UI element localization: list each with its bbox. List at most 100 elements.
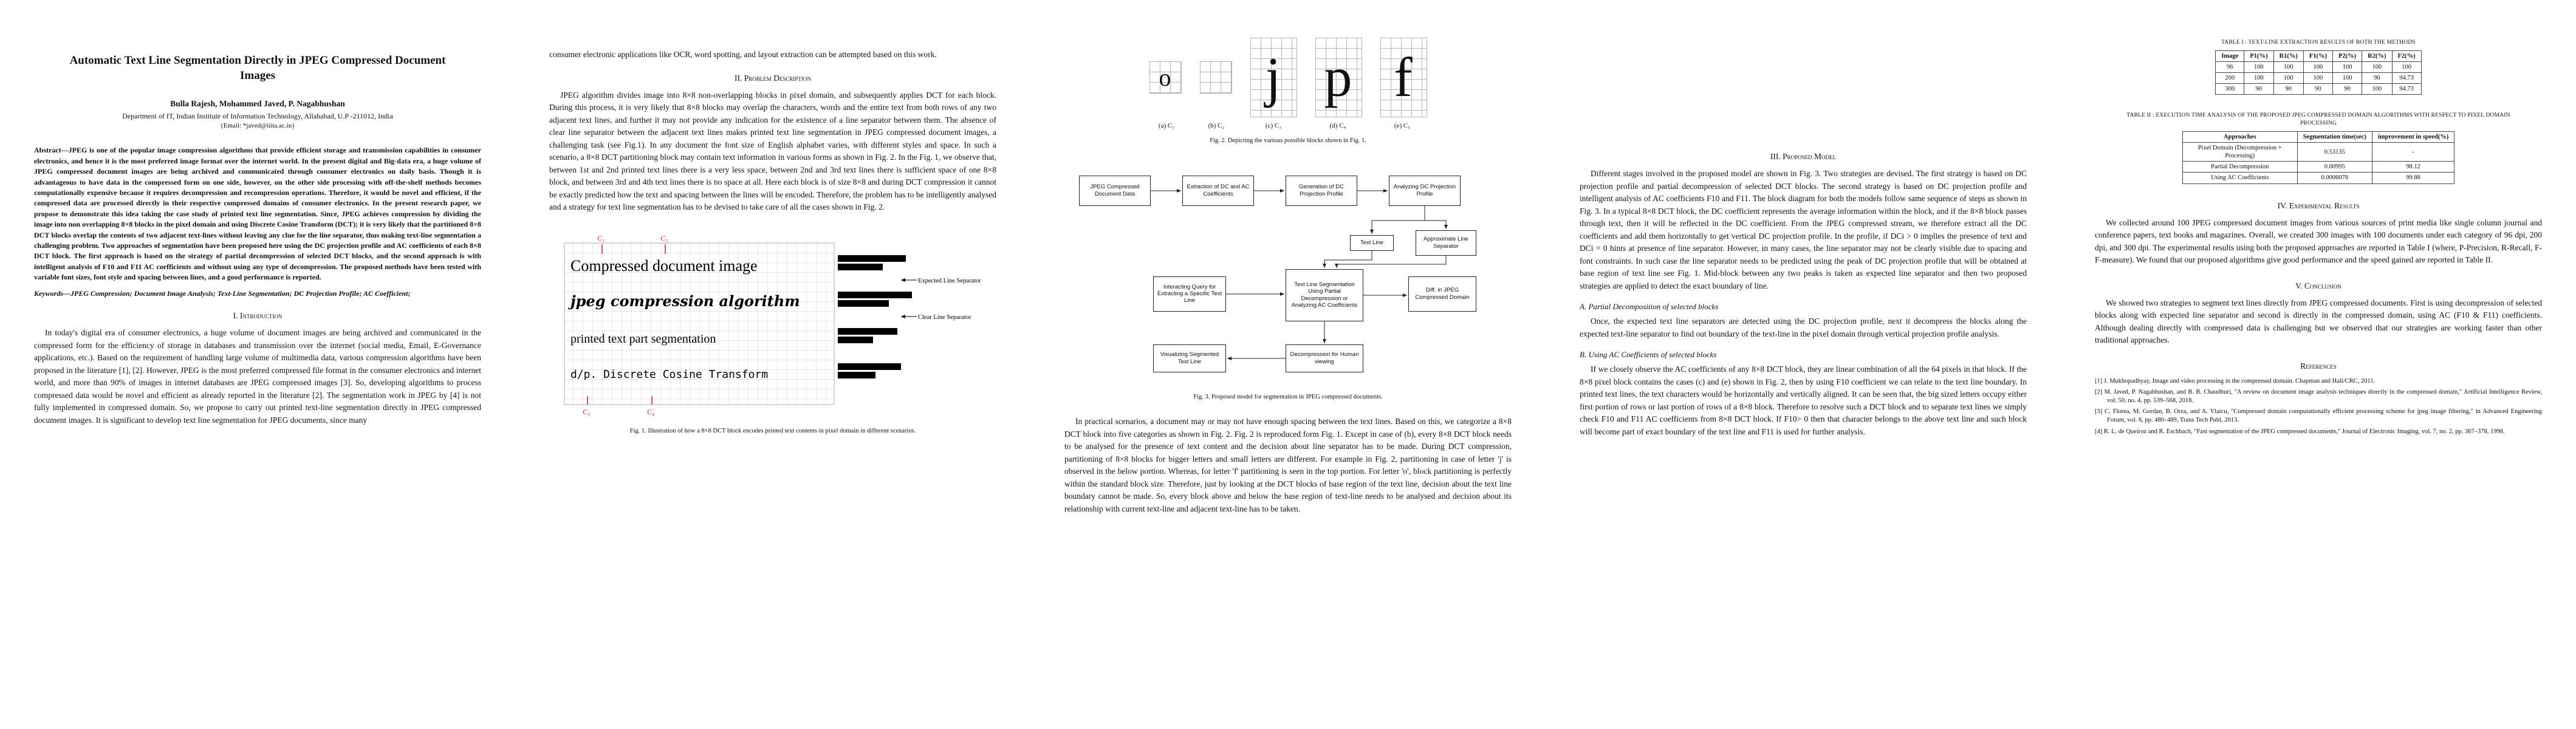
table-cell: 100 [2244,72,2274,84]
glyph-j: j [1265,46,1281,108]
references-list: [1] J. Mukhopadhyay, Image and video pro… [2095,377,2542,436]
table-header-cell: improvement in speed(%) [2371,131,2455,143]
glyph-o: o [1159,63,1171,91]
flow-box-analyzing-dc-profile: Analyzing DC Projection Profile [1389,175,1461,206]
dct-grid-overlay [564,242,835,405]
glyph-f: f [1394,46,1413,108]
label-a: (a) C₁ [1158,122,1175,129]
table-cell: 90 [2332,83,2363,95]
table-cell: 90 [2303,83,2334,95]
section-heading-references: References [2300,361,2337,371]
keywords-label: Keywords— [34,289,70,298]
conclusion-paragraph: We showed two strategies to segment text… [2095,298,2542,345]
label-c: (c) C₃ [1265,122,1282,129]
table-cell: Partial Decompression [2182,161,2298,173]
figure-1-line-3: printed text part segmentation [570,332,716,346]
figure-1-canvas: Compressed document image jpeg compressi… [564,234,981,416]
table-row: 96 100 100 100 100 100 100 [2215,61,2422,74]
page-1: Automatic Text Line Segmentation Directl… [0,0,515,729]
table-1-caption: TABLE I : TEXT-LINE EXTRACTION RESULTS O… [2221,39,2416,46]
dct-block-a: o [1149,61,1182,94]
table-cell: 100 [2273,72,2304,84]
reference-item: [3] C. Florea, M. Gordan, B. Orza, and A… [2095,408,2542,424]
table-header-cell: Approaches [2182,131,2298,143]
table-cell: 100 [2273,61,2304,74]
reference-item: [1] J. Mukhopadhyay, Image and video pro… [2095,377,2376,385]
flow-box-approximate-line-separator: Approximate Line Separator [1416,230,1476,256]
email-line: {Email: *javed@iiita.ac.in} [220,122,295,130]
mark-c4: C₄ [647,408,654,416]
table-cell: 100 [2362,83,2393,95]
keywords-text: JPEG Compression; Document Image Analysi… [70,289,411,298]
table-cell: 100 [2303,72,2334,84]
table-header-cell: R1(%) [2273,50,2304,62]
table-row: 200 100 100 100 100 90 94.73 [2215,72,2422,84]
table-cell: 200 [2215,72,2245,84]
flow-box-jpeg-compressed-domain: Diff. in JPEG Compressed Domain [1408,276,1476,312]
table-cell: 0.00995 [2297,161,2372,173]
table-cell: 100 [2332,61,2363,74]
table-cell: 90 [2273,83,2304,95]
dct-block-c: j [1250,38,1297,117]
label-b: (b) C₂ [1208,122,1225,129]
block-category-marks: C₁ C₂ C₃ C₄ [583,234,668,416]
table-cell: - [2371,142,2455,162]
proposed-model-paragraph: Different stages involved in the propose… [1580,169,2027,290]
flow-box-jpeg-compressed-data: JPEG Compressed Document Data [1079,175,1151,206]
section-heading-experimental-results: IV. Experimental Results [2277,200,2360,210]
table-2-caption: TABLE II : EXECUTION TIME ANALYSIS OF TH… [2126,112,2510,127]
figure-1-caption: Fig. 1. Illustration of how a 8×8 DCT bl… [629,427,916,434]
mark-c1: C₁ [597,234,605,242]
abstract-label: Abstract— [34,146,69,155]
table-row: Image P1(%) R1(%) F1(%) P2(%) R2(%) F2(%… [2215,50,2422,62]
subsection-heading-ac-coefficients: B. Using AC Coefficients of selected blo… [1580,350,1717,360]
dct-block-b-empty [1199,61,1232,94]
flow-box-text-line: Text Line [1350,234,1394,251]
abstract-text: JPEG is one of the popular image compres… [34,146,481,282]
separator-annotations [901,278,917,318]
partial-decomposition-paragraph: Once, the expected text line separators … [1580,317,2027,338]
section-heading-conclusion: V. Conclusion [2295,281,2341,290]
practical-scenarios-paragraph: In practical scenarios, a document may o… [1064,417,1512,513]
table-cell: 94.73 [2391,83,2422,95]
affiliation-line: Department of IT, Indian Institute of In… [122,112,393,121]
flow-box-decompression-human-viewing: Decompression for Human viewing [1286,344,1363,372]
problem-description-paragraph: JPEG algorithm divides image into 8×8 no… [549,90,996,212]
page-4: III. Proposed Model Different stages inv… [1546,0,2061,729]
section-heading-proposed-model: III. Proposed Model [1770,152,1837,161]
table-header-cell: P2(%) [2332,50,2363,62]
reference-item: [4] R. L. de Queiroz and R. Eschbach, "F… [2095,428,2505,435]
ac-coefficients-paragraph: If we closely observe the AC coefficient… [1580,364,2027,436]
table-row: Approaches Segmentation time(sec) improv… [2182,131,2455,143]
experimental-results-paragraph: We collected around 100 JPEG compressed … [2095,217,2542,265]
mark-c3: C₃ [583,408,590,416]
figure-2: o j p f (a) C₁ (b) C₂ (c) C₃ (d) C₄ (e) … [1064,38,1512,145]
glyph-p: p [1324,46,1352,108]
table-header-cell: P1(%) [2244,50,2274,62]
label-d: (d) C₄ [1329,122,1346,129]
figure-3-flowchart: JPEG Compressed Document Data Extraction… [1075,167,1501,386]
table-cell: 300 [2215,83,2245,95]
section-heading-introduction: I. Introduction [233,311,283,321]
table-1: Image P1(%) R1(%) F1(%) P2(%) R2(%) F2(%… [2215,50,2422,95]
flow-box-visualizing-segmented-line: Visualizing Segmented Text Line [1153,344,1226,372]
section-heading-problem-description: II. Problem Description [735,73,811,83]
figure-1: Compressed document image jpeg compressi… [549,233,996,436]
table-cell: 0.0006078 [2297,172,2372,184]
table-cell: 100 [2303,61,2334,74]
table-cell: 94.73 [2391,72,2422,84]
figure-2-blocks: o j p f [1064,38,1512,117]
table-header-cell: F1(%) [2303,50,2334,62]
introduction-paragraph: In today's digital era of consumer elect… [34,328,481,425]
figure-1-line-1: Compressed document image [570,257,758,275]
table-header-cell: R2(%) [2362,50,2393,62]
table-cell: 96 [2215,61,2245,74]
table-row: Using AC Coefficients 0.0006078 99.88 [2182,172,2455,184]
abstract-paragraph: Abstract—JPEG is one of the popular imag… [34,145,481,282]
table-cell: 100 [2391,61,2422,74]
table-cell: 100 [2244,61,2274,74]
flow-box-text-line-segmentation: Text Line Segmentation Using Partial Dec… [1286,269,1363,321]
table-cell: 100 [2332,72,2363,84]
table-cell: 90 [2362,72,2393,84]
